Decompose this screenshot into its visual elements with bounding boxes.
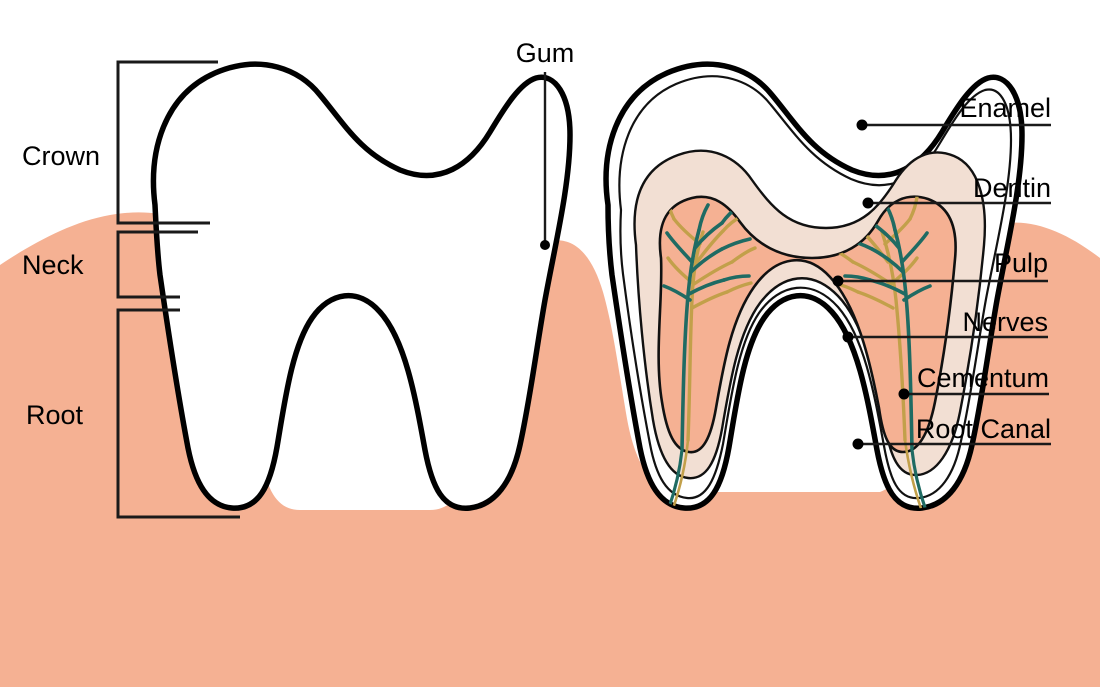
left-bracket-group <box>116 60 240 519</box>
right-label-group: Enamel Dentin Pulp Nerves Cementum Root … <box>916 93 1051 444</box>
right-leader-dots <box>832 119 910 450</box>
vessel-strand-right-root <box>903 438 925 509</box>
dentin-leader-dot <box>862 197 874 209</box>
enamel-leader-dot <box>856 119 868 131</box>
gum-leader-dot <box>540 240 550 250</box>
nerves-leader-dot <box>842 331 854 343</box>
root-canal-leader-dot <box>852 438 864 450</box>
label-enamel: Enamel <box>959 93 1051 123</box>
nerve-strand-left-root <box>664 448 684 509</box>
label-root: Root <box>26 400 84 430</box>
label-pulp: Pulp <box>994 248 1048 278</box>
right-tooth-cross-section <box>606 64 1022 516</box>
left-tooth <box>153 64 570 508</box>
label-cementum: Cementum <box>917 363 1049 393</box>
cementum-leader-dot <box>898 388 910 400</box>
label-root-canal: Root Canal <box>916 414 1051 444</box>
label-neck: Neck <box>22 250 84 280</box>
gum-leader-group: Gum <box>516 38 575 250</box>
label-gum: Gum <box>516 38 575 68</box>
crown-bracket <box>116 60 218 225</box>
root-bracket <box>116 308 240 519</box>
nerve-strand-right-root <box>910 448 930 509</box>
neck-bracket <box>116 230 198 299</box>
vessel-strand-left-root <box>669 438 690 509</box>
left-tooth-outline <box>153 64 570 508</box>
root-canal-nerves <box>664 438 930 509</box>
pulp-leader-dot <box>832 275 844 287</box>
label-nerves: Nerves <box>962 307 1048 337</box>
label-dentin: Dentin <box>973 173 1051 203</box>
left-label-group: Crown Neck Root <box>22 141 100 430</box>
right-leader-lines <box>838 123 1051 446</box>
label-crown: Crown <box>22 141 100 171</box>
